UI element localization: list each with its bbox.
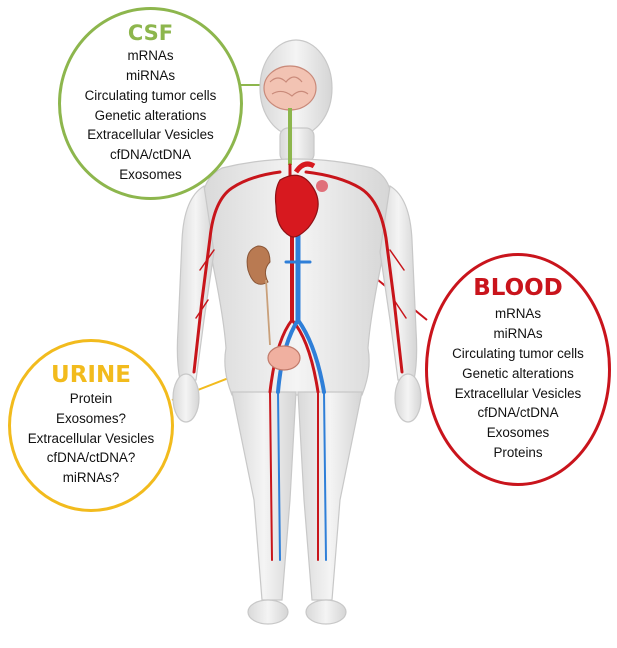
blood-title: BLOOD <box>473 276 563 300</box>
urine-items: Protein Exosomes? Extracellular Vesicles… <box>28 389 155 488</box>
csf-title: CSF <box>128 22 173 44</box>
left-hand <box>173 374 199 422</box>
brain <box>264 66 316 110</box>
blood-item: Genetic alterations <box>462 364 574 384</box>
left-foot <box>248 600 288 624</box>
csf-callout: CSF mRNAs miRNAs Circulating tumor cells… <box>58 7 243 200</box>
blood-items: mRNAs miRNAs Circulating tumor cells Gen… <box>452 304 584 462</box>
urine-callout: URINE Protein Exosomes? Extracellular Ve… <box>8 339 174 512</box>
csf-item: Circulating tumor cells <box>85 86 217 106</box>
urine-item: Protein <box>70 389 112 409</box>
right-leg <box>298 392 362 600</box>
csf-item: miRNAs <box>126 66 175 86</box>
blood-item: Exosomes <box>487 423 550 443</box>
blood-item: miRNAs <box>493 324 542 344</box>
csf-item: mRNAs <box>127 46 173 66</box>
blood-item: Proteins <box>493 443 542 463</box>
csf-item: Extracellular Vesicles <box>87 125 214 145</box>
urine-item: miRNAs? <box>63 468 120 488</box>
blood-item: Extracellular Vesicles <box>455 384 582 404</box>
urine-item: cfDNA/ctDNA? <box>47 448 136 468</box>
csf-item: Genetic alterations <box>95 106 207 126</box>
csf-item: cfDNA/ctDNA <box>110 145 191 165</box>
right-hand <box>395 374 421 422</box>
blood-item: mRNAs <box>495 304 541 324</box>
blood-item: cfDNA/ctDNA <box>477 403 558 423</box>
blood-callout: BLOOD mRNAs miRNAs Circulating tumor cel… <box>425 253 611 486</box>
blood-item: Circulating tumor cells <box>452 344 584 364</box>
csf-item: Exosomes <box>119 165 182 185</box>
urine-item: Exosomes? <box>56 409 126 429</box>
left-leg <box>232 392 296 600</box>
urine-title: URINE <box>51 363 131 387</box>
right-foot <box>306 600 346 624</box>
csf-items: mRNAs miRNAs Circulating tumor cells Gen… <box>85 46 217 185</box>
bladder <box>268 346 300 370</box>
neck <box>280 128 314 162</box>
urine-item: Extracellular Vesicles <box>28 429 155 449</box>
